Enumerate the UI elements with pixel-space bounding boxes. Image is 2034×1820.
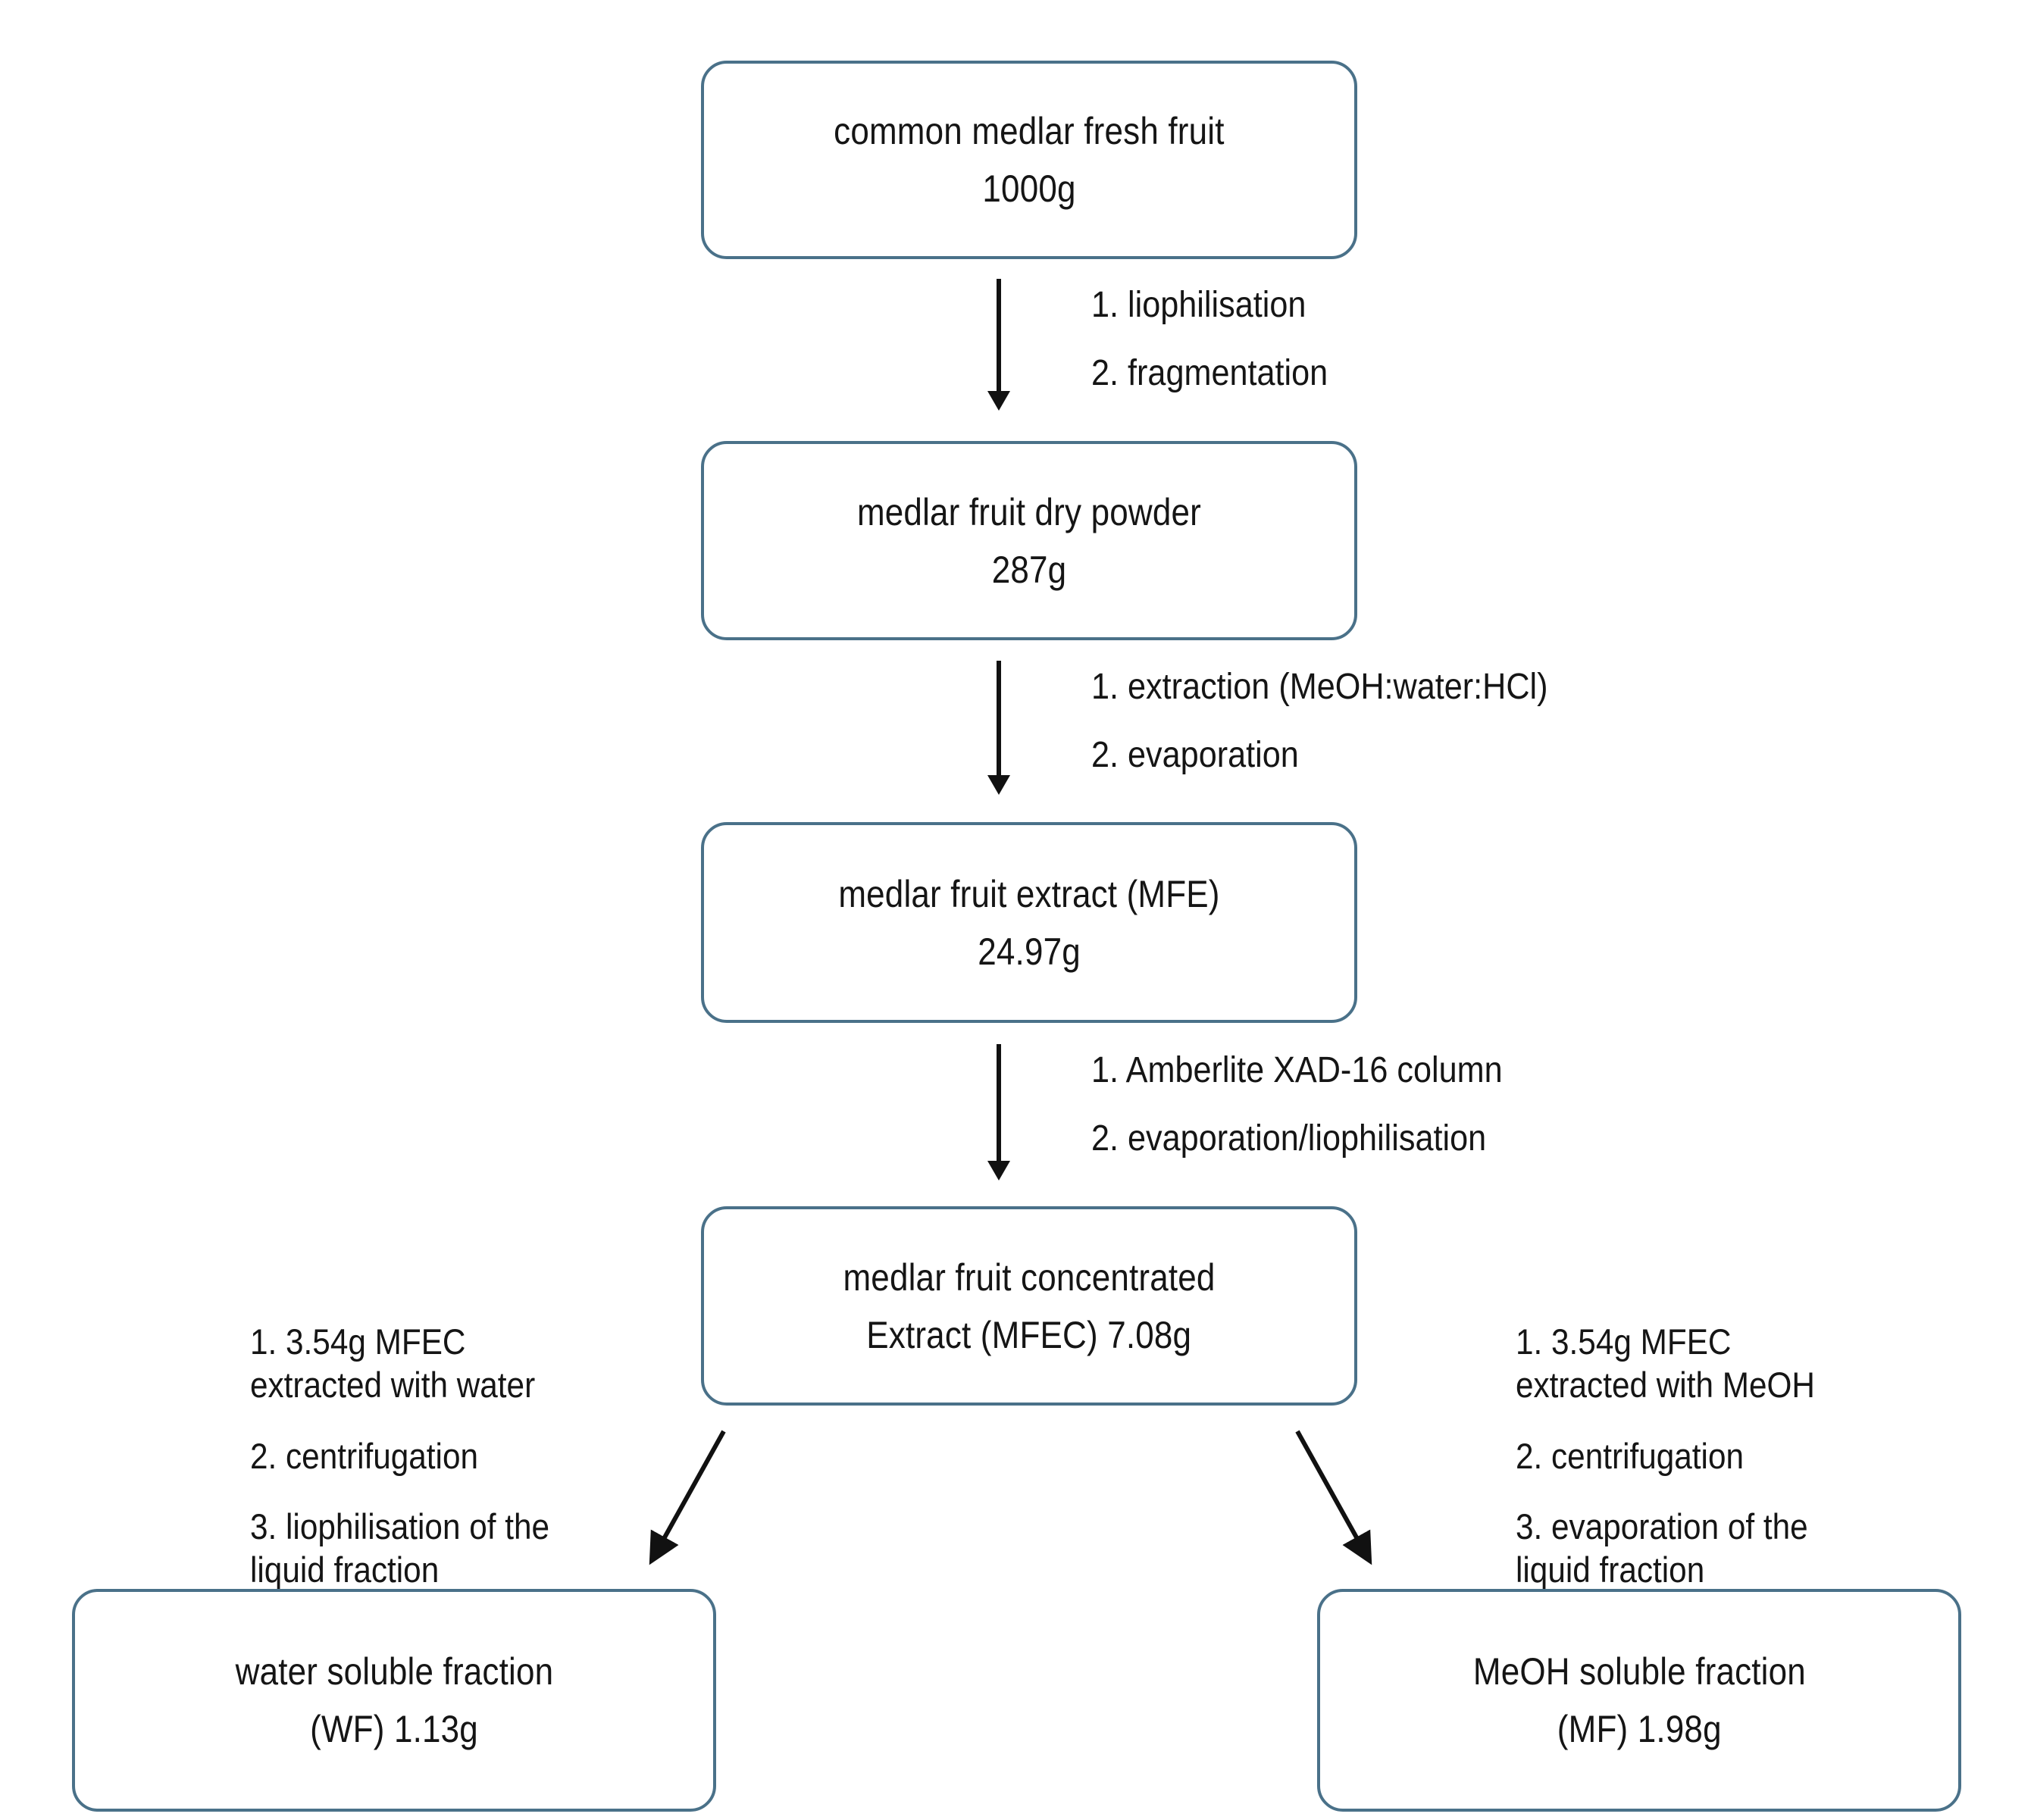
- step-meoh-extraction: 1. 3.54g MFEC extracted with MeOH: [1516, 1320, 1870, 1407]
- step-meoh-evaporation-line-1: 3. evaporation of the: [1516, 1506, 1808, 1546]
- node-mfe[interactable]: medlar fruit extract (MFE) 24.97g: [701, 822, 1357, 1023]
- node-meoh-soluble-fraction[interactable]: MeOH soluble fraction (MF) 1.98g: [1317, 1589, 1961, 1812]
- node-fresh-fruit-line-1: common medlar fresh fruit: [834, 110, 1225, 152]
- node-mfec[interactable]: medlar fruit concentrated Extract (MFEC)…: [701, 1206, 1357, 1406]
- step-meoh-extraction-line-2: extracted with MeOH: [1516, 1365, 1815, 1406]
- node-mfec-line-1: medlar fruit concentrated: [843, 1256, 1216, 1299]
- steps-fresh-to-powder: 1. liophilisation 2. fragmentation: [1091, 286, 1354, 393]
- node-water-soluble-fraction-line-1: water soluble fraction: [235, 1650, 553, 1693]
- node-fresh-fruit[interactable]: common medlar fresh fruit 1000g: [701, 61, 1357, 259]
- step-meoh-evaporation-line-2: liquid fraction: [1516, 1550, 1705, 1590]
- step-evaporation-liophilisation: 2. evaporation/liophilisation: [1091, 1118, 1487, 1159]
- step-water-liophilisation-line-1: 3. liophilisation of the: [250, 1506, 550, 1546]
- node-meoh-soluble-fraction-line-1: MeOH soluble fraction: [1472, 1650, 1806, 1693]
- steps-mfec-to-water-fraction: 1. 3.54g MFEC extracted with water 2. ce…: [250, 1320, 644, 1592]
- arrow-mfe-to-mfec: [987, 1044, 1010, 1180]
- steps-mfec-to-meoh-fraction: 1. 3.54g MFEC extracted with MeOH 2. cen…: [1516, 1320, 1910, 1592]
- step-amberlite-column: 1. Amberlite XAD-16 column: [1091, 1050, 1503, 1090]
- node-meoh-soluble-fraction-line-2: (MF) 1.98g: [1557, 1708, 1722, 1750]
- node-mfe-line-2: 24.97g: [978, 930, 1081, 973]
- step-evaporation: 2. evaporation: [1091, 735, 1299, 776]
- step-water-extraction-line-1: 1. 3.54g MFEC: [250, 1321, 466, 1362]
- steps-powder-to-mfe: 1. extraction (MeOH:water:HCl) 2. evapor…: [1091, 668, 1599, 775]
- edge-mfec-to-water-arrow: [649, 1430, 726, 1565]
- node-mfec-line-2: Extract (MFEC) 7.08g: [866, 1313, 1192, 1356]
- node-dry-powder-line-2: 287g: [991, 548, 1067, 591]
- edge-mfec-to-meoh-arrow: [1295, 1430, 1372, 1565]
- step-meoh-extraction-line-1: 1. 3.54g MFEC: [1516, 1321, 1732, 1362]
- node-dry-powder-line-1: medlar fruit dry powder: [857, 490, 1201, 533]
- step-water-extraction-line-2: extracted with water: [250, 1365, 536, 1406]
- step-liophilisation: 1. liophilisation: [1091, 285, 1306, 325]
- node-mfe-line-1: medlar fruit extract (MFE): [838, 872, 1220, 915]
- arrow-fresh-to-powder: [987, 279, 1010, 411]
- step-water-liophilisation: 3. liophilisation of the liquid fraction: [250, 1505, 605, 1592]
- steps-mfe-to-mfec: 1. Amberlite XAD-16 column 2. evaporatio…: [1091, 1050, 1548, 1159]
- step-water-extraction: 1. 3.54g MFEC extracted with water: [250, 1320, 605, 1407]
- step-extraction: 1. extraction (MeOH:water:HCl): [1091, 667, 1548, 707]
- step-water-centrifugation: 2. centrifugation: [250, 1435, 479, 1476]
- node-water-soluble-fraction[interactable]: water soluble fraction (WF) 1.13g: [72, 1589, 716, 1812]
- arrow-powder-to-mfe: [987, 661, 1010, 795]
- step-fragmentation: 2. fragmentation: [1091, 353, 1328, 394]
- node-fresh-fruit-line-2: 1000g: [982, 167, 1076, 210]
- step-meoh-evaporation: 3. evaporation of the liquid fraction: [1516, 1505, 1870, 1592]
- step-meoh-centrifugation: 2. centrifugation: [1516, 1435, 1745, 1476]
- step-water-liophilisation-line-2: liquid fraction: [250, 1550, 440, 1590]
- node-water-soluble-fraction-line-2: (WF) 1.13g: [310, 1708, 478, 1750]
- node-dry-powder[interactable]: medlar fruit dry powder 287g: [701, 441, 1357, 640]
